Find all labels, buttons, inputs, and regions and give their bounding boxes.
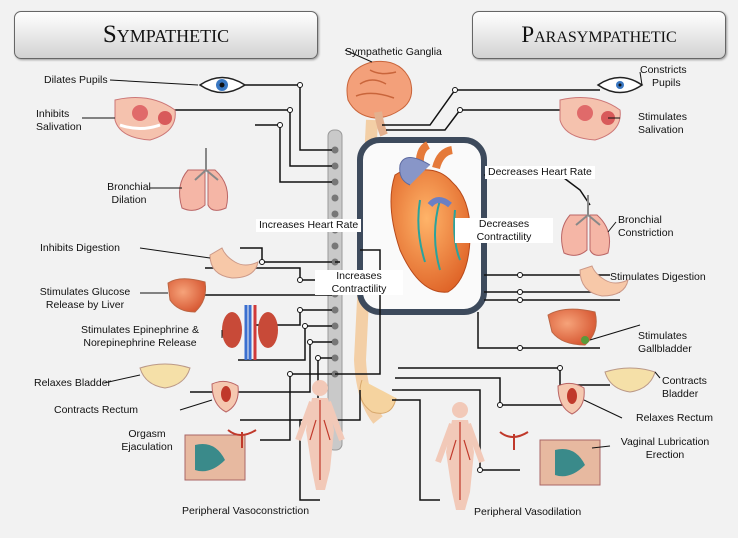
rectum-icon-right <box>558 383 584 414</box>
sym-bladder-label: Relaxes Bladder <box>34 377 111 390</box>
sym-epinephrine-label: Stimulates Epinephrine &Norepinephrine R… <box>58 324 222 349</box>
eye-icon-left <box>200 78 245 93</box>
sym-pupils-label: Dilates Pupils <box>44 74 108 87</box>
bladder-icon-left <box>140 364 190 388</box>
stomach-icon-left <box>210 248 258 278</box>
bladder-icon-right <box>605 368 655 392</box>
liver-icon-left <box>168 279 206 312</box>
sympathetic-pathways <box>170 85 380 440</box>
sym-vessels-label: Peripheral Vasoconstriction <box>182 505 309 518</box>
rectum-icon-left <box>212 381 238 412</box>
reproductive-icon-left <box>185 430 256 480</box>
para-vessels-label: Peripheral Vasodilation <box>474 506 581 519</box>
lungs-icon-right <box>562 195 610 255</box>
parasympathetic-header-text: Parasympathetic <box>521 22 676 47</box>
sym-digestion-label: Inhibits Digestion <box>40 242 120 255</box>
sym-rectum-label: Contracts Rectum <box>54 404 138 417</box>
ganglia-label: Sympathetic Ganglia <box>345 46 442 59</box>
liver-icon-right <box>548 309 596 345</box>
body-figure-right <box>438 402 482 510</box>
sympathetic-header-text: Sympathetic <box>103 21 229 48</box>
brain-icon <box>347 61 412 135</box>
kidneys-icon <box>222 305 278 360</box>
eye-icon-right <box>598 78 642 93</box>
para-heart-rate-label: Decreases Heart Rate <box>485 166 595 179</box>
lungs-icon-left <box>180 148 228 210</box>
sympathetic-header: Sympathetic <box>14 11 318 59</box>
sym-heart-rate-label: Increases Heart Rate <box>256 219 361 232</box>
salivary-glands-icon-left <box>115 98 175 140</box>
salivary-glands-icon-right <box>560 98 620 140</box>
para-rectum-label: Relaxes Rectum <box>636 412 713 425</box>
para-digestion-label: Stimulates Digestion <box>610 271 706 284</box>
reproductive-icon-right <box>500 432 600 485</box>
parasympathetic-header: Parasympathetic <box>472 11 726 59</box>
